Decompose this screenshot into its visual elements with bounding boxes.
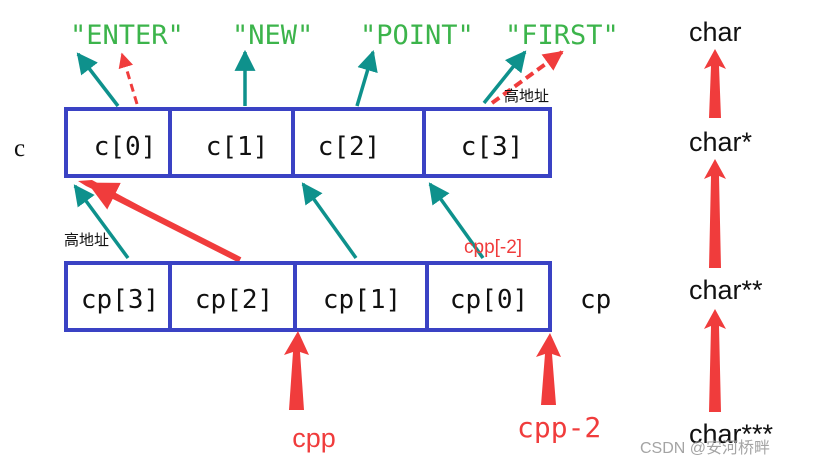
type-char-ptr: char* <box>689 127 753 157</box>
cpp-label: cpp <box>292 423 336 453</box>
cpp-minus-2-arrow <box>536 333 561 405</box>
high-address-label-cp: 高地址 <box>64 232 109 249</box>
arrow-c0-to-enter <box>76 52 120 108</box>
string-point: "POINT" <box>360 20 474 51</box>
string-new: "NEW" <box>232 20 313 51</box>
string-enter: "ENTER" <box>70 20 184 51</box>
cp-array-name: cp <box>580 285 611 315</box>
high-address-label-c: 高地址 <box>504 88 549 105</box>
c-array-name: c <box>14 135 25 162</box>
cpp-index-label: cpp[-2] <box>464 237 522 258</box>
type-char-pptr: char** <box>689 275 763 305</box>
c-array-outline <box>64 107 552 178</box>
c-cell-3: c[3] <box>461 132 524 162</box>
c-cell-2: c[2] <box>318 132 381 162</box>
cp-array-outline <box>64 261 552 332</box>
dashed-arrow-enter <box>118 52 139 105</box>
arrow-c3-to-first <box>482 50 527 105</box>
cpp-minus-2-label: cpp-2 <box>517 411 601 444</box>
watermark: CSDN @安河桥畔 <box>640 439 770 457</box>
c-cell-1: c[1] <box>206 132 269 162</box>
arrow-cp0-to-c2 <box>428 182 485 260</box>
c-array <box>64 107 552 178</box>
type-char-ppptr: char*** <box>689 419 774 449</box>
type-arrow-3 <box>704 309 726 412</box>
cp-array <box>64 261 552 332</box>
arrow-c2-to-point <box>355 49 378 107</box>
dashed-arrow-first <box>490 50 564 105</box>
red-arrow-cp2-to-c0-shaft <box>87 181 242 263</box>
cp-cell-0: cp[0] <box>450 285 528 315</box>
cpp-arrow <box>284 331 309 410</box>
c-cell-0: c[0] <box>94 132 157 162</box>
string-first: "FIRST" <box>505 20 619 51</box>
type-arrow-1 <box>704 49 726 118</box>
arrow-cp1-to-c1 <box>301 182 358 260</box>
arrow-cp3-to-c0 <box>73 184 130 260</box>
type-char: char <box>689 17 742 47</box>
cp-cell-3: cp[3] <box>81 285 159 315</box>
type-arrow-2 <box>704 159 726 268</box>
cp-cell-2: cp[2] <box>195 285 273 315</box>
cp-cell-1: cp[1] <box>323 285 401 315</box>
